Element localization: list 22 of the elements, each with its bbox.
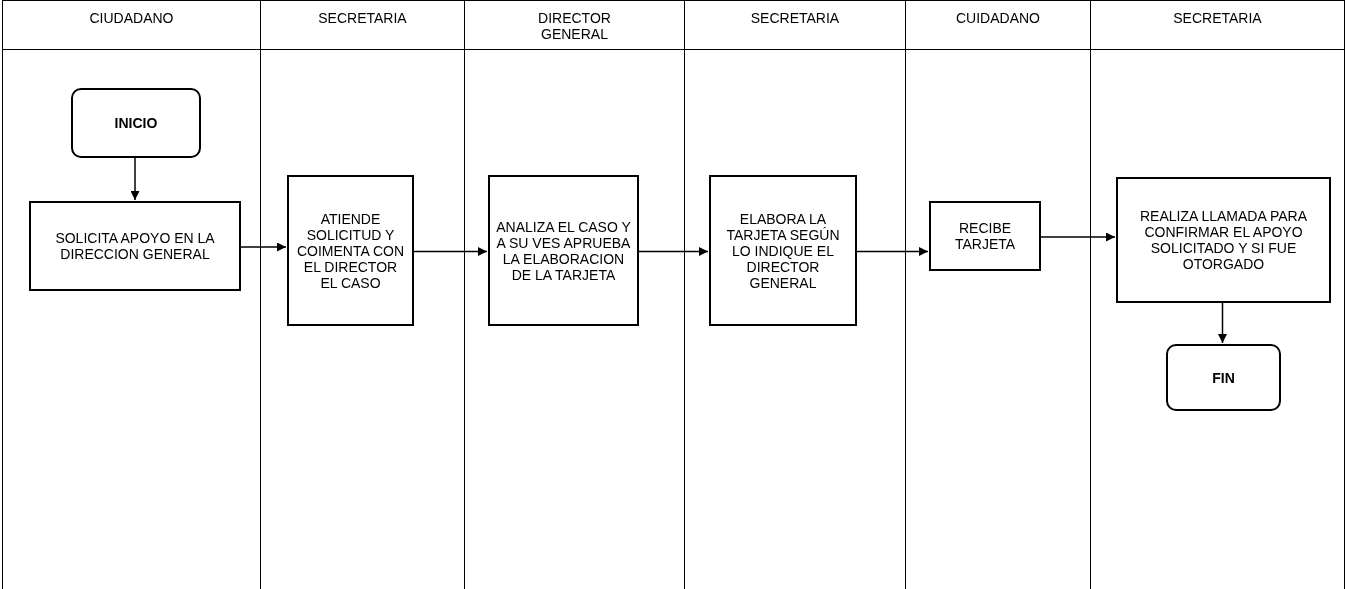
arrow [1218,301,1227,344]
lane-title: CIUDADANO [89,9,174,26]
process-box: REALIZA LLAMADA PARA CONFIRMAR EL APOYO SOLICITADO Y SI FUE OTORGADO [1116,177,1331,303]
process-box: SOLICITA APOYO EN LA DIRECCION GENERAL [29,201,241,291]
terminal-box: FIN [1166,344,1281,411]
lane-title: SECRETARIA [318,9,407,26]
swimlane [464,0,684,589]
arrow [130,156,140,201]
swimlane [684,0,905,589]
lane-title: DIRECTOR GENERAL [537,9,612,42]
swimlane [260,0,464,589]
terminal-box: INICIO [71,88,201,158]
lane-title: CUIDADANO [956,9,1040,26]
lane-title: SECRETARIA [750,9,840,26]
swimlane [2,0,260,589]
lane-title: SECRETARIA [1173,9,1262,26]
process-box: RECIBE TARJETA [929,201,1041,271]
process-box: ANALIZA EL CASO Y A SU VES APRUEBA LA ELABORACION DE LA TARJETA [488,175,639,326]
process-box: ATIENDE SOLICITUD Y COIMENTA CON EL DIRECTOR EL CASO [287,175,414,326]
swimlane [905,0,1090,589]
swimlane [1090,0,1345,589]
process-box: ELABORA LA TARJETA SEGÚN LO INDIQUE EL DIRECTOR GENERAL [709,175,857,326]
